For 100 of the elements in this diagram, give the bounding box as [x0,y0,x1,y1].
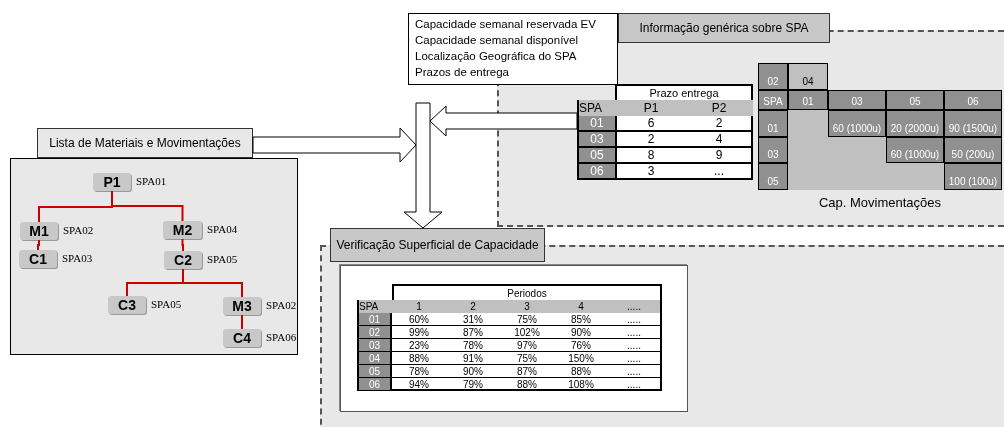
table-cell: 04 [359,352,392,365]
block-arrow [252,127,417,163]
spa-label: SPA01 [136,175,167,187]
table-cell: 4 [554,300,608,313]
table-cell: 60% [392,313,446,326]
table-cell: 2 [685,116,753,132]
table-cell: 06 [359,378,392,391]
table-cell: ..... [608,339,660,352]
table-cell: 90 (1500u) [944,110,1002,137]
table-cell: 05 [758,163,788,190]
table-cell: 3 [617,164,685,180]
table-cell: 3 [500,300,554,313]
section-tab: Lista de Materiais e Movimentações [37,128,253,158]
table-cell: 85% [554,313,608,326]
table-cell: ..... [608,352,660,365]
spa-label: SPA05 [151,298,182,310]
table-cell: 60 (1000u) [886,137,944,163]
table-cell: 88% [392,352,446,365]
info-box [408,13,618,85]
table-cell: 06 [579,164,617,180]
table-cell: 78% [446,339,500,352]
table-cell: 150% [554,352,608,365]
table-cell: P2 [685,100,753,116]
spa-label: SPA05 [207,253,238,265]
table-cell: 4 [685,132,753,148]
table-cell: 8 [617,148,685,164]
spa-label: SPA04 [207,223,238,235]
table-cell: 87% [500,365,554,378]
part-box: M2 [163,221,202,239]
info-line: Capacidade semanal reservada EV [415,18,596,30]
table-cell: 03 [828,90,886,110]
part-box: C4 [223,329,261,347]
part-box: C2 [164,251,202,269]
table-cell: 91% [446,352,500,365]
table-cell: 60 (1000u) [828,110,886,137]
part-box: C3 [108,296,146,314]
table-cell: 02 [758,63,788,90]
section-tab: Verificação Superficial de Capacidade [330,228,545,262]
table-cell: 90% [554,326,608,339]
connector-line [182,268,243,298]
table-cell: 97% [500,339,554,352]
table-cell: 75% [500,352,554,365]
table-cell: 75% [500,313,554,326]
table-cell: ... [685,164,753,180]
connector-line [181,238,184,252]
table-cell: 1 [392,300,446,313]
table-cell: 06 [944,90,1002,110]
table-cell: 03 [579,132,617,148]
block-arrow [403,102,443,229]
table-cell: 94% [392,378,446,391]
part-box: M3 [223,297,261,315]
info-line: Prazos de entrega [415,66,509,78]
table-caption: Cap. Movimentações [817,193,943,212]
table-cell: ..... [608,313,660,326]
table-cell: ..... [608,300,660,313]
table-cell: 88% [500,378,554,391]
table-cell: 76% [554,339,608,352]
table-cell: 88% [554,365,608,378]
table-cell: 04 [788,63,828,90]
table-cell: 05 [579,148,617,164]
table-cell: 102% [500,326,554,339]
table-cell: 79% [446,378,500,391]
connector-line [111,190,184,222]
table-cell: ..... [608,365,660,378]
table-cell: 01 [758,110,788,137]
table-cell: ..... [608,326,660,339]
info-line: Localização Geográfica do SPA [415,50,577,62]
table-cell: 31% [446,313,500,326]
table-title: Periodos [392,284,662,300]
spa-label: SPA03 [62,252,93,264]
table-cell: 01 [359,313,392,326]
table-cell: 90% [446,365,500,378]
spa-label: SPA02 [266,299,297,311]
part-box: P1 [93,173,131,191]
table-cell: 01 [788,90,828,110]
block-arrow [429,105,578,137]
spa-label: SPA06 [266,331,297,343]
table-cell: 87% [446,326,500,339]
table-cell: 9 [685,148,753,164]
table-cell: 50 (200u) [944,137,1002,163]
table-cell: ..... [608,378,660,391]
table-cell: 02 [359,326,392,339]
spa-label: SPA02 [63,224,94,236]
table-cell: 108% [554,378,608,391]
info-line: Capacidade semanal disponível [415,34,579,46]
table-cell: 23% [392,339,446,352]
table-cell: SPA [359,300,392,313]
part-box: M1 [20,222,58,240]
table-cell: 01 [579,116,617,132]
table-cell: 99% [392,326,446,339]
table-cell: 100 (100u) [944,163,1002,190]
table-cell: SPA [758,90,788,110]
table-cell: 03 [359,339,392,352]
part-box: C1 [19,250,57,268]
table-cell: 6 [617,116,685,132]
table-cell: 05 [359,365,392,378]
table-cell: 05 [886,90,944,110]
table-cell: 03 [758,137,788,163]
connector-line [241,314,243,330]
table-cell: P1 [617,100,685,116]
